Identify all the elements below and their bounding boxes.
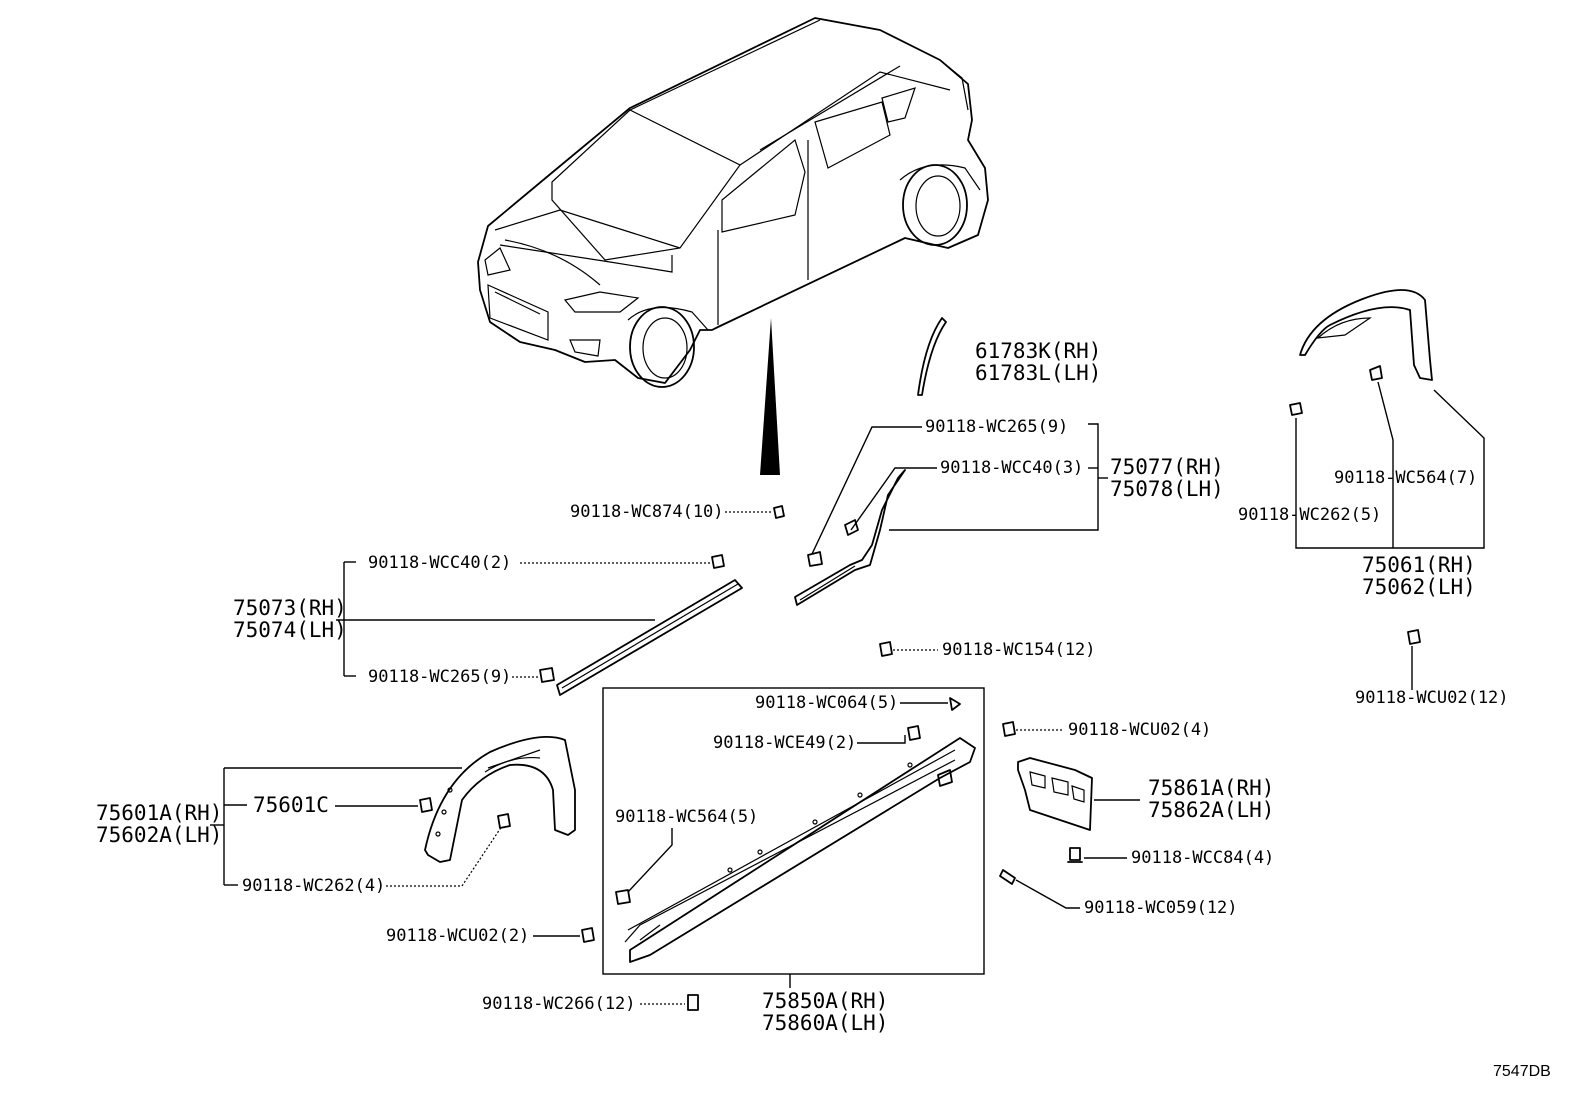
clip-wc874: [773, 505, 785, 519]
label-wc266: 90118-WC266(12): [482, 994, 636, 1014]
label-75073: 75073(RH): [233, 596, 347, 620]
pointer-arrow: [760, 318, 780, 475]
label-61783l: 61783L(LH): [975, 361, 1101, 385]
clip-wc564-box: [615, 889, 631, 905]
label-wcc40-upper: 90118-WCC40(3): [940, 458, 1083, 478]
clip-wcu02-left: [581, 927, 595, 943]
label-75862a: 75862A(LH): [1148, 798, 1274, 822]
clip-wcu02-right: [1407, 629, 1421, 645]
label-75077: 75077(RH): [1110, 455, 1224, 479]
label-wc564-box: 90118-WC564(5): [615, 807, 758, 827]
clip-75601c: [419, 797, 433, 813]
label-75078: 75078(LH): [1110, 477, 1224, 501]
label-wc262-left: 90118-WC262(4): [242, 876, 385, 896]
clip-wc265-left: [539, 667, 555, 683]
label-75061: 75061(RH): [1362, 553, 1476, 577]
part-75077-moulding: [794, 469, 906, 606]
label-61783k: 61783K(RH): [975, 339, 1101, 363]
label-wc265-upper: 90118-WC265(9): [925, 417, 1068, 437]
diagram-code: 7547DB: [1493, 1063, 1551, 1080]
vehicle-illustration: [477, 17, 989, 388]
clip-wce49: [907, 725, 921, 741]
label-wcc40-left: 90118-WCC40(2): [368, 553, 511, 573]
label-wcu02-left: 90118-WCU02(2): [386, 926, 529, 946]
label-wc874: 90118-WC874(10): [570, 502, 724, 522]
clip-wc266: [687, 994, 699, 1011]
part-75601a-front-arch: [424, 735, 576, 863]
clip-wc265-upper: [807, 551, 823, 567]
rocker-box: [602, 687, 985, 975]
clip-wc154: [879, 641, 893, 657]
part-75073-moulding: [556, 579, 743, 696]
label-75601c: 75601C: [253, 793, 329, 817]
label-wc059: 90118-WC059(12): [1084, 898, 1238, 918]
label-wcu02-right: 90118-WCU02(12): [1355, 688, 1509, 708]
part-61783-strip: [917, 317, 947, 396]
bolt-wcc84: [1067, 847, 1083, 863]
label-75602a: 75602A(LH): [96, 823, 222, 847]
clip-wcc40-upper: [844, 519, 859, 536]
label-75861a: 75861A(RH): [1148, 776, 1274, 800]
label-75062: 75062(LH): [1362, 575, 1476, 599]
label-75601a: 75601A(RH): [96, 801, 222, 825]
label-wcu02-mid: 90118-WCU02(4): [1068, 720, 1211, 740]
part-75061-rear-arch: [1299, 289, 1433, 381]
clip-wc064: [949, 697, 961, 711]
clip-wc262-left: [497, 813, 511, 829]
clip-wcu02-mid: [1002, 721, 1016, 737]
label-wc154: 90118-WC154(12): [942, 640, 1096, 660]
label-wc262-right: 90118-WC262(5): [1238, 505, 1381, 525]
clip-wc564-right: [1369, 365, 1383, 381]
label-wc265-left: 90118-WC265(9): [368, 667, 511, 687]
label-wc564-right: 90118-WC564(7): [1334, 468, 1477, 488]
label-wcc84: 90118-WCC84(4): [1131, 848, 1274, 868]
bracket-75077: [889, 423, 1099, 531]
label-75850a: 75850A(RH): [762, 989, 888, 1013]
part-75861a-bracket: [1017, 757, 1093, 831]
label-wce49: 90118-WCE49(2): [713, 733, 856, 753]
label-75860a: 75860A(LH): [762, 1011, 888, 1035]
part-75850a-rocker: [624, 737, 976, 963]
clip-wcc40-left: [711, 554, 725, 569]
clip-wc262-right: [1289, 402, 1303, 416]
label-75074: 75074(LH): [233, 618, 347, 642]
screw-wc059: [999, 869, 1016, 885]
label-wc064: 90118-WC064(5): [755, 693, 898, 713]
